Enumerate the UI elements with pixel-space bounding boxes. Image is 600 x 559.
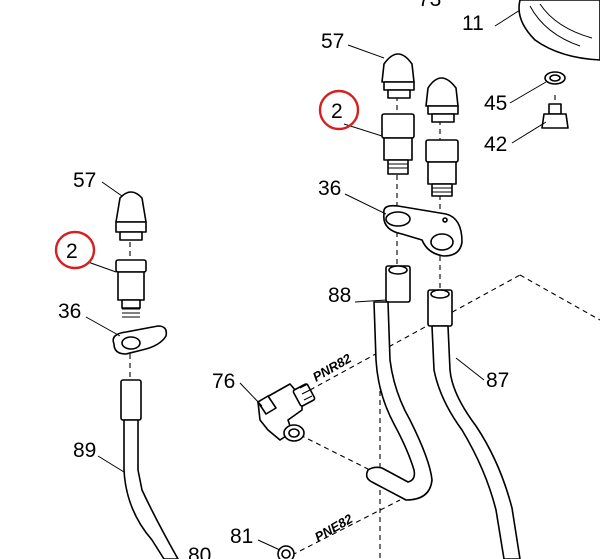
pipe-88 [365,265,433,501]
callout-87: 87 [486,369,509,392]
callout-11: 11 [462,12,484,35]
pipe-87 [427,289,521,559]
mid-filter-screen-a [381,53,415,99]
callout-76: 76 [212,370,235,393]
highlight-circle-left [54,230,96,270]
mid-adapter-fitting-a [381,113,415,175]
pump-body [494,0,600,61]
model-tags: PNR82 PNE82 [310,350,356,544]
assembly-guide-lines [129,95,600,559]
callout-81: 81 [230,525,253,548]
callout-80: 80 [188,544,211,559]
callout-57-mid: 57 [321,30,344,53]
left-adapter-fitting [115,259,147,318]
callout-36-left: 36 [58,300,81,323]
elbow-fitting-76 [257,383,316,442]
tag-pnr82: PNR82 [310,350,354,384]
mid-bracket-gasket [382,204,463,257]
callout-2-left: 2 [66,240,78,263]
washer-45 [544,71,566,85]
callout-42: 42 [484,133,507,156]
callout-89: 89 [73,439,96,462]
left-pipe-89 [120,379,179,559]
callout-labels: 73 11 57 2 36 89 80 57 2 36 88 76 81 87 … [58,0,509,559]
mid-adapter-fitting-b [425,139,459,197]
highlight-circle-mid [318,89,360,131]
callout-73-partial: 73 [418,0,441,11]
fitting-81-partial [277,545,295,559]
left-filter-screen [115,191,147,241]
plug-42 [541,103,569,129]
tag-pne82: PNE82 [312,511,356,545]
callout-45: 45 [484,92,507,115]
callout-88: 88 [328,284,351,307]
callout-2-mid: 2 [331,100,343,123]
callout-57-left: 57 [73,169,96,192]
left-gasket [112,325,168,355]
callout-36-mid: 36 [318,177,341,200]
mid-filter-screen-b [425,77,459,123]
leader-lines [85,44,547,551]
highlight-markers [54,89,360,270]
